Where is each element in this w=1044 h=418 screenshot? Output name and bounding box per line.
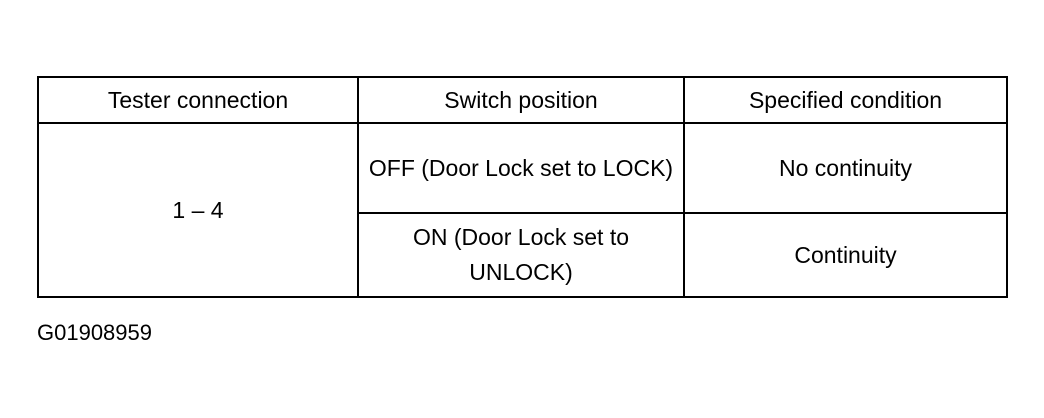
tester-connection-cell: 1 – 4 — [37, 122, 359, 298]
table-header: Tester connection Switch position Specif… — [37, 76, 1008, 124]
table-body: 1 – 4 OFF (Door Lock set to LOCK) No con… — [37, 121, 1008, 298]
table-row: ON (Door Lock set to UNLOCK) Continuity — [38, 212, 1008, 298]
figure-id: G01908959 — [37, 320, 152, 345]
specified-condition-cell: No continuity — [683, 121, 1008, 215]
specified-condition-cell: Continuity — [683, 212, 1008, 298]
table-row: 1 – 4 OFF (Door Lock set to LOCK) No con… — [37, 121, 1008, 298]
header-specified-condition: Specified condition — [683, 76, 1008, 124]
header-tester-connection: Tester connection — [37, 76, 359, 124]
switch-position-cell: ON (Door Lock set to UNLOCK) — [357, 212, 685, 298]
switch-position-cell: OFF (Door Lock set to LOCK) — [357, 121, 685, 215]
header-switch-position: Switch position — [357, 76, 685, 124]
spec-table: Tester connection Switch position Specif… — [37, 76, 1008, 298]
header-row: Tester connection Switch position Specif… — [37, 76, 1008, 124]
